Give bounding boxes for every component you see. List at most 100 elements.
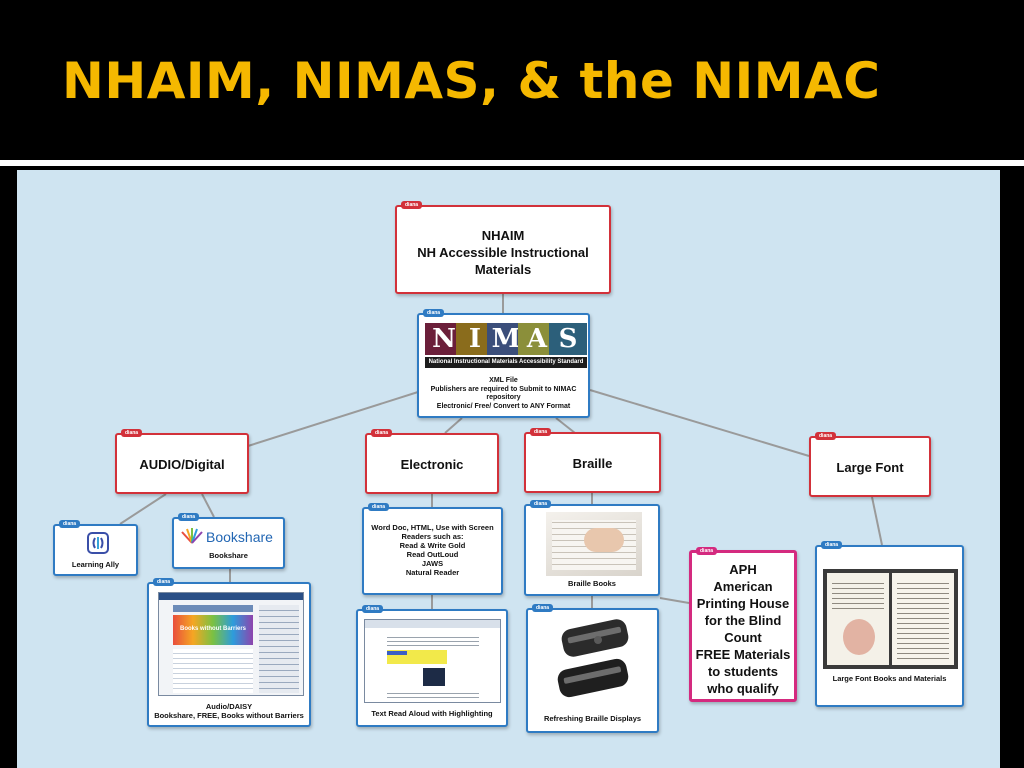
node-tag: diana xyxy=(371,429,393,437)
link-nimas-audio xyxy=(247,391,419,447)
link-nimas-braille xyxy=(555,417,576,434)
node-tag: diana xyxy=(532,604,554,612)
screen-readers-line: Word Doc, HTML, Use with Screen xyxy=(371,523,494,532)
node-tag: diana xyxy=(423,309,445,317)
nhaim-line: NHAIM xyxy=(481,228,525,243)
node-tag: diana xyxy=(121,429,143,437)
learning-ally-node[interactable]: diana Learning Ally xyxy=(53,520,138,576)
node-tag: diana xyxy=(59,520,81,528)
audio-daisy-line: Audio/DAISY xyxy=(205,702,253,711)
screenshot-sidebar xyxy=(259,605,299,693)
aph-line: FREE Materials xyxy=(695,647,791,662)
learning-ally-label: Learning Ally xyxy=(71,560,120,569)
audio-daisy-node[interactable]: diana Books without Barriers Audio/DAISY… xyxy=(147,578,311,727)
read-aloud-screenshot xyxy=(364,619,501,703)
screenshot-header xyxy=(159,593,303,600)
nhaim-line: NH Accessible Instructional xyxy=(417,245,589,260)
book-illustration xyxy=(843,619,875,655)
braille-node[interactable]: diana Braille xyxy=(524,428,661,493)
nhaim-line: Materials xyxy=(474,262,532,277)
node-tag: diana xyxy=(362,605,384,613)
braille-label: Braille xyxy=(572,456,613,471)
audio-digital-node[interactable]: diana AUDIO/Digital xyxy=(115,429,249,494)
screen-readers-line: Readers such as: xyxy=(401,532,464,541)
node-tag: diana xyxy=(530,500,552,508)
large-font-books-label: Large Font Books and Materials xyxy=(832,674,947,683)
node-tag: diana xyxy=(178,513,200,521)
audio-digital-label: AUDIO/Digital xyxy=(139,457,225,472)
slide-title: NHAIM, NIMAS, & the NIMAC xyxy=(62,52,881,110)
node-tag: diana xyxy=(530,428,552,436)
aph-label: APH American Printing House for the Blin… xyxy=(692,561,794,697)
learning-ally-icon xyxy=(87,532,109,554)
screenshot-text xyxy=(387,634,479,648)
screenshot-image xyxy=(423,668,445,686)
bookshare-website-screenshot: Books without Barriers xyxy=(158,592,304,696)
node-tag: diana xyxy=(815,432,837,440)
screenshot-highlight-word xyxy=(387,651,407,655)
bookshare-logo-icon xyxy=(181,528,203,544)
nimas-logo-letter: S xyxy=(549,323,587,355)
screenshot-body xyxy=(173,649,253,693)
node-tag: diana xyxy=(153,578,175,586)
screen-readers-node[interactable]: diana Word Doc, HTML, Use with Screen Re… xyxy=(362,503,503,595)
book-left-page xyxy=(827,573,889,665)
large-font-node[interactable]: diana Large Font xyxy=(809,432,931,497)
bookshare-logo-text: Bookshare xyxy=(206,529,273,545)
book-text xyxy=(832,579,884,613)
nimas-logo-band: National Instructional Materials Accessi… xyxy=(425,357,587,368)
screenshot-toolbar xyxy=(365,620,500,628)
braille-books-label: Braille Books xyxy=(568,579,616,588)
text-read-aloud-node[interactable]: diana Text Read Aloud with Highlighting xyxy=(356,605,508,727)
refreshing-braille-label: Refreshing Braille Displays xyxy=(543,714,642,723)
book-text xyxy=(897,579,949,659)
node-tag: diana xyxy=(821,541,843,549)
braille-book-photo xyxy=(546,512,642,576)
nimas-line: Electronic/ Free/ Convert to ANY Format xyxy=(436,402,571,410)
aph-node[interactable]: diana APH American Printing House for th… xyxy=(689,547,797,702)
screen-readers-line: Read OutLoud xyxy=(406,550,459,559)
aph-line: for the Blind xyxy=(704,613,782,628)
screen-readers-line: Read & Write Gold xyxy=(399,541,466,550)
nimas-logo: N I M A S National Instructional Materia… xyxy=(425,321,587,369)
nimas-description: XML File Publishers are required to Subm… xyxy=(419,377,588,411)
screen-readers-line: JAWS xyxy=(421,559,444,568)
reading-hands xyxy=(584,528,624,552)
electronic-label: Electronic xyxy=(400,457,464,472)
nhaim-label: NHAIM NH Accessible Instructional Materi… xyxy=(397,227,609,278)
large-font-book-photo xyxy=(823,569,958,669)
audio-daisy-label: Audio/DAISY Bookshare, FREE, Books witho… xyxy=(149,702,309,720)
screenshot-text xyxy=(387,690,479,700)
electronic-node[interactable]: diana Electronic xyxy=(365,429,499,494)
large-font-label: Large Font xyxy=(836,460,904,475)
title-bar: NHAIM, NIMAS, & the NIMAC xyxy=(0,0,1024,160)
link-nimas-large-font xyxy=(589,389,810,457)
screenshot-banner: Books without Barriers xyxy=(173,615,253,645)
link-audio-learning-ally xyxy=(119,493,167,525)
screenshot-banner-text: Books without Barriers xyxy=(179,626,246,632)
screen-readers-label: Word Doc, HTML, Use with Screen Readers … xyxy=(364,523,501,577)
aph-line: who qualify xyxy=(707,681,779,696)
link-braille-aph xyxy=(659,597,690,604)
braille-display-icon xyxy=(557,619,629,698)
nhaim-node[interactable]: diana NHAIM NH Accessible Instructional … xyxy=(395,201,611,294)
node-tag: diana xyxy=(696,547,718,555)
node-tag: diana xyxy=(368,503,390,511)
audio-daisy-line: Bookshare, FREE, Books without Barriers xyxy=(154,711,304,720)
nimas-line: repository xyxy=(486,394,521,401)
aph-line: to students xyxy=(707,664,779,679)
large-font-books-node[interactable]: diana Large Font Books and Materials xyxy=(815,541,964,707)
bookshare-node[interactable]: diana Bookshare Bookshare xyxy=(172,513,285,569)
link-audio-bookshare xyxy=(201,493,215,518)
aph-line: APH xyxy=(729,562,757,577)
refreshing-braille-node[interactable]: diana Refreshing Braille Displays xyxy=(526,604,659,733)
text-read-aloud-label: Text Read Aloud with Highlighting xyxy=(371,709,493,718)
nimas-line: XML File xyxy=(489,377,518,384)
nimas-node[interactable]: diana N I M A S National Instructional M… xyxy=(417,309,590,418)
link-nimas-electronic xyxy=(444,417,463,434)
braille-books-node[interactable]: diana Braille Books xyxy=(524,500,660,596)
aph-line: American xyxy=(713,579,773,594)
book-right-page xyxy=(892,573,954,665)
nimas-line: Publishers are required to Submit to NIM… xyxy=(430,385,577,393)
